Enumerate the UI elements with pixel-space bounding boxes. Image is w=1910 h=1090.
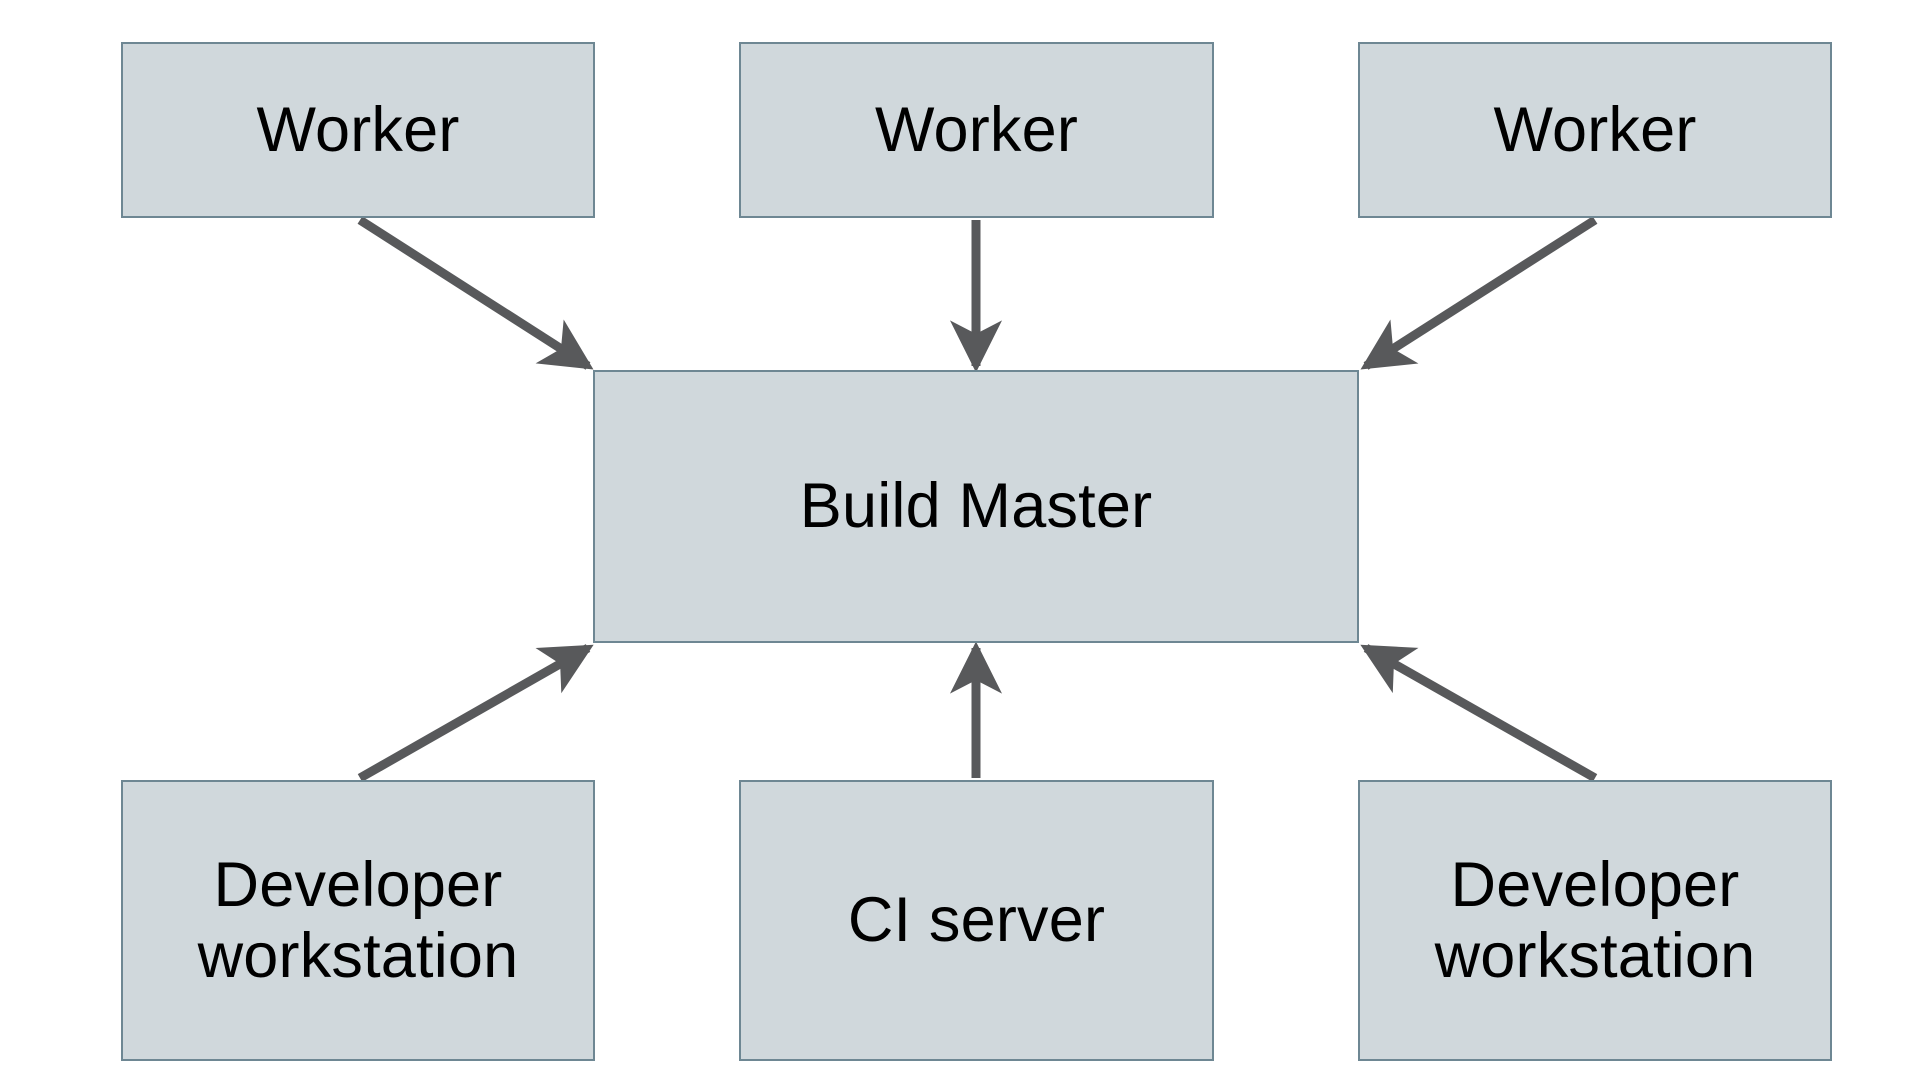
node-build-master-label: Build Master — [799, 471, 1153, 542]
node-worker-1-label: Worker — [256, 94, 460, 165]
edge-worker-1-to-build-master — [357, 216, 594, 370]
node-developer-workstation-2[interactable]: Developer workstation — [1358, 780, 1832, 1061]
node-worker-2-label: Worker — [874, 94, 1079, 165]
node-worker-1[interactable]: Worker — [121, 42, 595, 218]
node-worker-3-label: Worker — [1493, 94, 1697, 165]
node-worker-2[interactable]: Worker — [739, 42, 1214, 218]
node-developer-workstation-1-label: Developer workstation — [197, 849, 519, 991]
node-build-master[interactable]: Build Master — [593, 370, 1359, 643]
node-ci-server-label: CI server — [847, 885, 1106, 956]
node-developer-workstation-1[interactable]: Developer workstation — [121, 780, 595, 1061]
edge-dev-workstation-1-to-build-master — [357, 644, 594, 782]
node-developer-workstation-2-label: Developer workstation — [1434, 849, 1756, 991]
node-worker-3[interactable]: Worker — [1358, 42, 1832, 218]
edge-worker-3-to-build-master — [1360, 216, 1598, 370]
edge-dev-workstation-2-to-build-master — [1360, 644, 1598, 782]
node-ci-server[interactable]: CI server — [739, 780, 1214, 1061]
